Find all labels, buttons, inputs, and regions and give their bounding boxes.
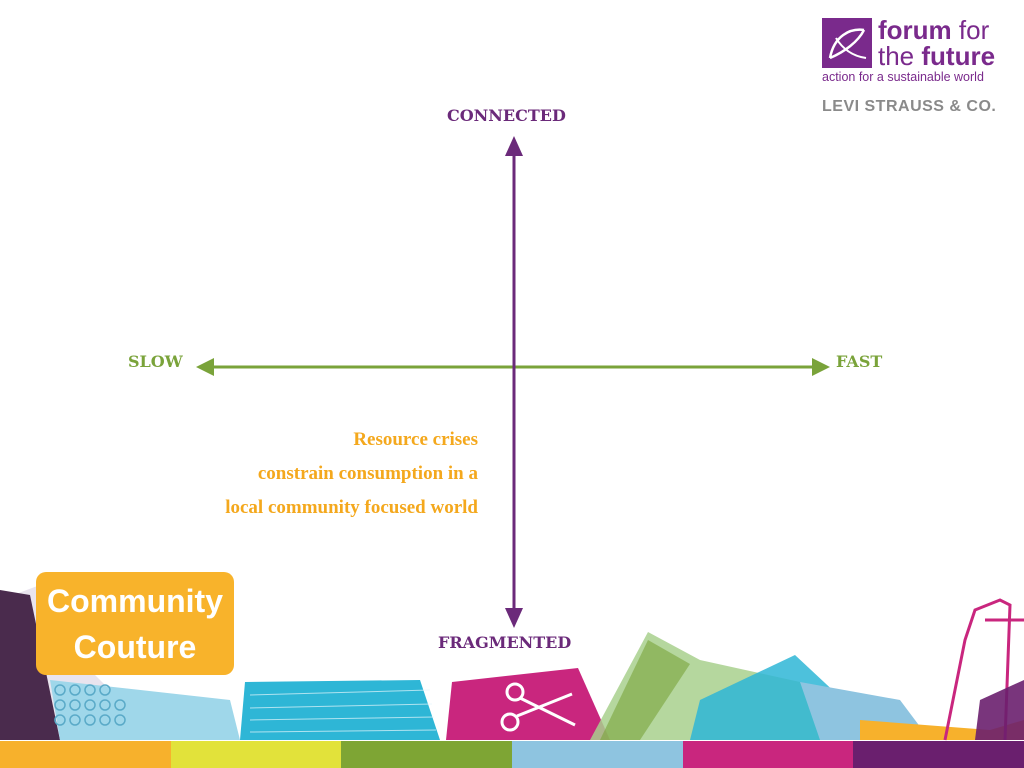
stripe-segment — [512, 741, 683, 768]
arrow-left-icon — [196, 358, 214, 376]
scenario-title-line2: Couture — [73, 628, 197, 665]
axis-label-slow: SLOW — [128, 352, 183, 371]
logo-word-for: for — [958, 15, 990, 45]
arrow-down-icon — [505, 608, 523, 628]
arrow-up-icon — [505, 136, 523, 156]
description-line: local community focused world — [225, 497, 478, 518]
partner-logo: LEVI STRAUSS & CO. — [822, 98, 997, 115]
axis-label-fast: FAST — [836, 352, 883, 371]
logo-word-forum: forum — [878, 15, 952, 45]
stripe-segment — [682, 741, 854, 768]
axis-label-fragmented: FRAGMENTED — [438, 633, 572, 652]
description-line: Resource crises — [353, 429, 478, 450]
axis-label-connected: CONNECTED — [447, 106, 566, 125]
scenario-title-box: Community Couture — [36, 572, 234, 675]
scenario-description: Resource crises constrain consumption in… — [118, 423, 478, 525]
logo-tagline: action for a sustainable world — [822, 70, 984, 84]
description-line: constrain consumption in a — [257, 463, 478, 484]
bottom-color-stripe — [0, 741, 1024, 768]
logo-future-text: the future — [878, 42, 995, 70]
stripe-segment — [170, 741, 342, 768]
arrow-right-icon — [812, 358, 830, 376]
forum-logo-icon — [822, 18, 872, 68]
logo-word-the: the — [878, 41, 915, 71]
scenario-title-line1: Community — [47, 582, 223, 619]
logo-word-future: future — [921, 41, 996, 71]
forum-for-the-future-logo: forum for the future action for a sustai… — [822, 16, 1012, 118]
logo-forum-text: forum for — [878, 16, 989, 44]
stripe-segment — [853, 741, 1024, 768]
stripe-segment — [0, 741, 171, 768]
stripe-segment — [341, 741, 513, 768]
